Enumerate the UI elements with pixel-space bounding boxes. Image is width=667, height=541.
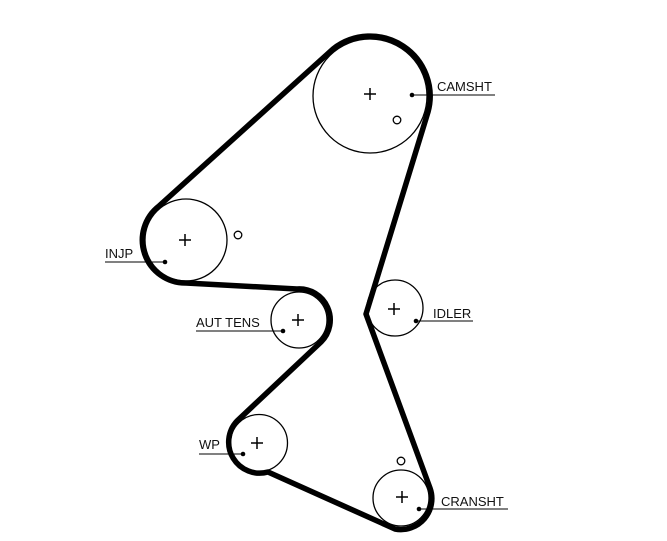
crankshaft-pulley [372,469,430,527]
auto-tensioner-leader-dot-icon [280,328,286,334]
camshaft-label: CAMSHT [437,79,492,94]
injection-pump-center-icon [179,234,191,246]
injection-pump-label: INJP [105,246,133,261]
crankshaft-leader-dot-icon [416,506,422,512]
crankshaft-center-icon [396,491,408,503]
idler-leader-dot-icon [413,318,419,324]
water-pump-pulley [229,413,289,473]
water-pump-leader-dot-icon [240,451,246,457]
camshaft-leader-dot-icon [409,92,415,98]
auto-tensioner-label: AUT TENS [196,315,260,330]
timing-belt [139,33,435,533]
crankshaft-timing-mark-icon [396,456,406,466]
crankshaft-label: CRANSHT [441,494,504,509]
idler-center-icon [388,303,400,315]
auto-tensioner-pulley [270,291,328,349]
auto-tensioner-center-icon [292,314,304,326]
camshaft-center-icon [364,88,376,100]
injection-pump-pulley [144,198,228,282]
injection-pump-timing-mark-icon [233,230,243,240]
water-pump-center-icon [251,437,263,449]
water-pump-label: WP [199,437,220,452]
camshaft-pulley [312,38,428,154]
idler-label: IDLER [433,306,471,321]
idler-pulley [366,279,424,337]
camshaft-timing-mark-icon [392,115,402,125]
injection-pump-leader-dot-icon [162,259,168,265]
